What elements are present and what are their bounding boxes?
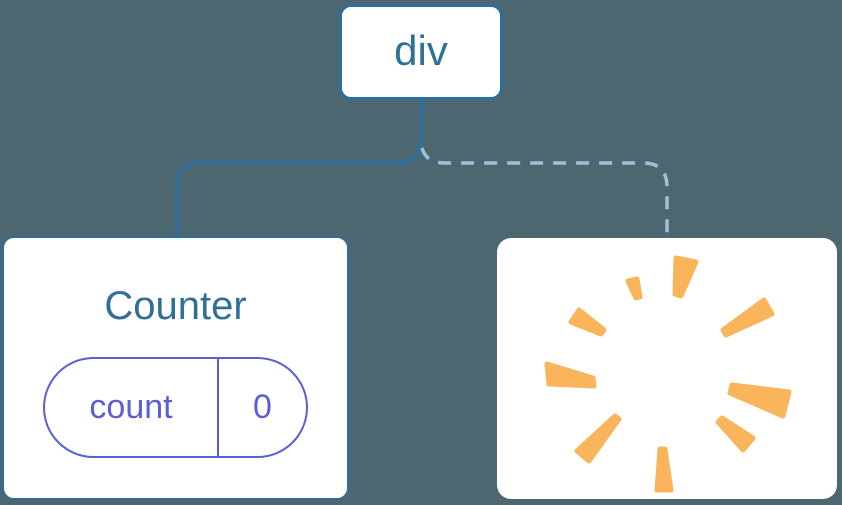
poof-ray (544, 361, 597, 389)
poof-ray (727, 382, 792, 419)
counter-title: Counter (104, 284, 247, 328)
state-pill: count 0 (43, 357, 308, 458)
node-div-label: div (394, 27, 448, 74)
connector-dashed (419, 138, 669, 239)
node-div: div (339, 4, 503, 100)
poof-ray (625, 276, 643, 301)
poof-ray (568, 307, 607, 337)
state-key-label: count (45, 359, 219, 456)
node-removed (497, 238, 837, 499)
poof-ray (720, 297, 775, 338)
poof-ray (654, 446, 674, 493)
node-counter: Counter count 0 (2, 236, 349, 500)
connector-solid (175, 100, 423, 237)
poof-ray (574, 413, 622, 464)
state-value-label: 0 (253, 388, 272, 426)
poof-icon (544, 255, 792, 493)
poof-ray (672, 255, 699, 299)
poof-ray (715, 415, 756, 453)
